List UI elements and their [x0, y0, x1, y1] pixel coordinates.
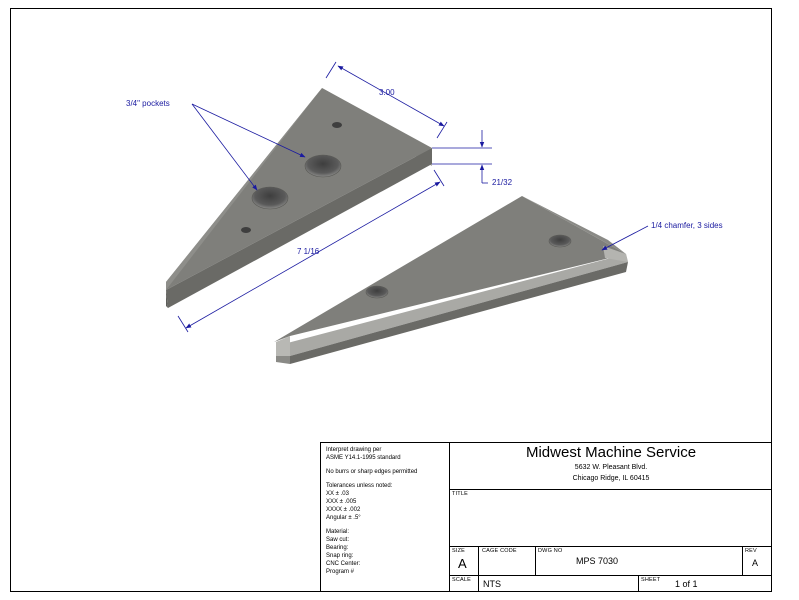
size-value: A	[458, 556, 467, 571]
pockets-label: 3/4" pockets	[126, 99, 170, 108]
rev-label: REV	[745, 548, 757, 554]
title-label: TITLE	[452, 491, 468, 497]
drawing-notes: Interpret drawing per ASME Y14.1-1995 st…	[326, 446, 417, 582]
note-line: ASME Y14.1-1995 standard	[326, 455, 401, 461]
company-address: 5632 W. Pleasant Blvd.	[574, 464, 648, 471]
tolerance-line: XXXX ± .002	[326, 507, 361, 513]
sheet-border	[10, 8, 772, 592]
width-dimension: 3.00	[379, 88, 395, 97]
rev-value: A	[752, 558, 759, 568]
note-line: No burrs or sharp edges permitted	[326, 469, 418, 475]
scale-label: SCALE	[452, 577, 472, 583]
field-line: Material:	[326, 529, 350, 535]
thickness-dimension: 21/32	[492, 178, 513, 187]
company-city: Chicago Ridge, IL 60415	[572, 475, 650, 482]
field-line: Snap ring:	[326, 553, 354, 559]
field-line: CNC Center:	[326, 561, 361, 567]
company-name: Midwest Machine Service	[525, 444, 697, 461]
dimension-lines	[177, 61, 649, 333]
note-line: Interpret drawing per	[326, 447, 382, 453]
tolerance-line: Angular ± .5°	[326, 515, 361, 521]
right-wedge	[274, 196, 628, 364]
dwg-no-value: MPS 7030	[576, 556, 619, 566]
length-dimension: 7 1/16	[297, 247, 320, 256]
sheet-label: SHEET	[641, 577, 661, 583]
scale-value: NTS	[483, 579, 501, 589]
cage-code-label: CAGE CODE	[482, 548, 517, 554]
tolerance-line: Tolerances unless noted:	[326, 483, 393, 489]
field-line: Program #	[326, 569, 355, 575]
field-line: Bearing:	[326, 545, 349, 551]
chamfer-label: 1/4 chamfer, 3 sides	[651, 221, 723, 230]
company-block: Midwest Machine Service 5632 W. Pleasant…	[450, 444, 772, 484]
tolerance-line: XXX ± .005	[326, 499, 357, 505]
sheet-value: 1 of 1	[675, 579, 698, 589]
dwg-no-label: DWG NO	[538, 548, 563, 554]
size-label: SIZE	[452, 548, 466, 554]
tolerance-line: XX ± .03	[326, 491, 349, 497]
field-line: Saw cut:	[326, 537, 350, 543]
